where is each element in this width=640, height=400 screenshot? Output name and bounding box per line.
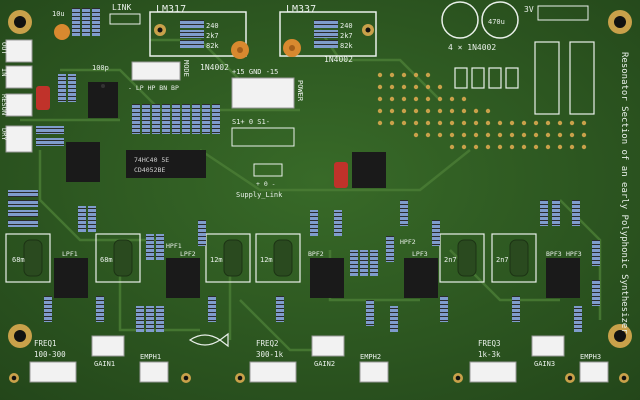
filter-label-bpf3: BPF3	[546, 250, 562, 258]
small-capacitors-left	[36, 24, 70, 110]
svg-text:LM337: LM337	[286, 4, 316, 15]
power-connector-label: POWER	[296, 80, 304, 102]
electrolytic-capacitor-left	[231, 41, 249, 59]
svg-text:CD4052BE: CD4052BE	[134, 166, 165, 174]
bridge-diodes	[454, 41, 595, 115]
supply-link-pins: + 0 -	[256, 180, 276, 188]
filter-label-lpf1: LPF1	[62, 250, 78, 258]
freq2-title: FREQ2	[256, 339, 279, 348]
inductor-label-6: 2n7	[496, 256, 509, 264]
gain2-label: GAIN2	[314, 360, 335, 368]
red-capacitor-center	[334, 162, 348, 188]
svg-text:2k7: 2k7	[206, 32, 219, 40]
diode-label-right: 1N4002	[324, 55, 353, 64]
gain3-label: GAIN3	[534, 360, 555, 368]
inductor-footprints	[5, 233, 537, 283]
inductor-label-5: 2n7	[444, 256, 457, 264]
filter-label-bpf2: BPF2	[308, 250, 324, 258]
resistor-array-top-left	[36, 8, 100, 146]
cap-label-100p: 100p	[92, 64, 109, 72]
regulator-right: LM337 240 2k7 82k	[279, 4, 377, 57]
filter-label-hpf1: HPF1	[166, 242, 182, 250]
power-pins: +15 GND -15	[232, 68, 278, 76]
emph1-label: EMPH1	[140, 353, 161, 361]
op-amp-lpf2	[166, 258, 200, 298]
emph-connectors	[139, 361, 609, 383]
io-label-out: OUT	[0, 42, 8, 55]
op-amp-lpf1	[54, 258, 88, 298]
freq1-range: 100-300	[34, 350, 66, 359]
svg-text:74HC40 5E: 74HC40 5E	[134, 156, 169, 164]
freq3-range: 1k-3k	[478, 350, 501, 359]
svg-text:240: 240	[206, 22, 219, 30]
multiplexer-ic: 74HC40 5E CD4052BE	[126, 150, 206, 178]
filter-label-lpf2: LPF2	[180, 250, 196, 258]
resistor-bank-center	[132, 104, 220, 134]
resistor-clusters-filters	[8, 190, 600, 332]
svg-text:240: 240	[340, 22, 353, 30]
inductor-label-1: 68m	[12, 256, 25, 264]
regulator-left: LM317 240 2k7 82k	[149, 4, 247, 57]
voltage-label: 3V	[524, 5, 534, 14]
bridge-diode-label: 4 × 1N4002	[448, 43, 496, 52]
io-label-dry: DRY	[0, 128, 8, 141]
board-side-title: Resonator Section of an early Polyphonic…	[619, 52, 629, 334]
io-label-in: IN	[0, 68, 8, 76]
prototype-pad-grid	[377, 72, 587, 150]
large-capacitors: 470u	[441, 1, 519, 39]
electrolytic-capacitor-right	[283, 39, 301, 57]
io-connectors	[5, 39, 33, 153]
svg-text:LM317: LM317	[156, 4, 186, 15]
freq3-title: FREQ3	[478, 339, 501, 348]
filter-label-hpf3: HPF3	[566, 250, 582, 258]
op-amp-bpf3	[546, 258, 580, 298]
cap-label-10u: 10u	[52, 10, 65, 18]
freq-connectors	[29, 361, 517, 383]
mode-pins: - LP HP BN BP	[128, 84, 179, 92]
mode-label: MODE	[182, 60, 190, 77]
svg-text:82k: 82k	[340, 42, 353, 50]
signal-header	[231, 127, 295, 147]
svg-text:470u: 470u	[488, 18, 505, 26]
gain1-label: GAIN1	[94, 360, 115, 368]
mode-connector	[131, 61, 181, 81]
io-label-reson: RESON	[0, 94, 8, 115]
link-header	[109, 13, 141, 25]
power-connector	[231, 77, 295, 109]
svg-text:82k: 82k	[206, 42, 219, 50]
freq2-range: 300-1k	[256, 350, 284, 359]
inductor-label-4: 12m	[260, 256, 273, 264]
top-header	[537, 5, 589, 21]
op-amp-lpf3	[404, 258, 438, 298]
inductor-label-3: 12m	[210, 256, 223, 264]
op-amp-top	[88, 82, 118, 118]
filter-label-lpf3: LPF3	[412, 250, 428, 258]
freq1-title: FREQ1	[34, 339, 57, 348]
emph3-label: EMPH3	[580, 353, 601, 361]
mounting-holes	[8, 10, 632, 383]
inductor-bodies	[23, 239, 529, 277]
op-amp-left	[66, 142, 100, 182]
svg-text:2k7: 2k7	[340, 32, 353, 40]
supply-link-header	[253, 163, 283, 177]
fish-logo	[188, 332, 229, 348]
diode-label-left: 1N4002	[200, 63, 229, 72]
op-amp-center	[352, 152, 386, 188]
emph2-label: EMPH2	[360, 353, 381, 361]
inductor-label-2: 68m	[100, 256, 113, 264]
signal-pins: S1+ 0 S1-	[232, 118, 270, 126]
link-label: LINK	[112, 3, 131, 12]
gain-connectors	[91, 335, 565, 357]
filter-label-hpf2: HPF2	[400, 238, 416, 246]
supply-link-label: Supply_Link	[236, 191, 283, 199]
op-amp-bpf2	[310, 258, 344, 298]
